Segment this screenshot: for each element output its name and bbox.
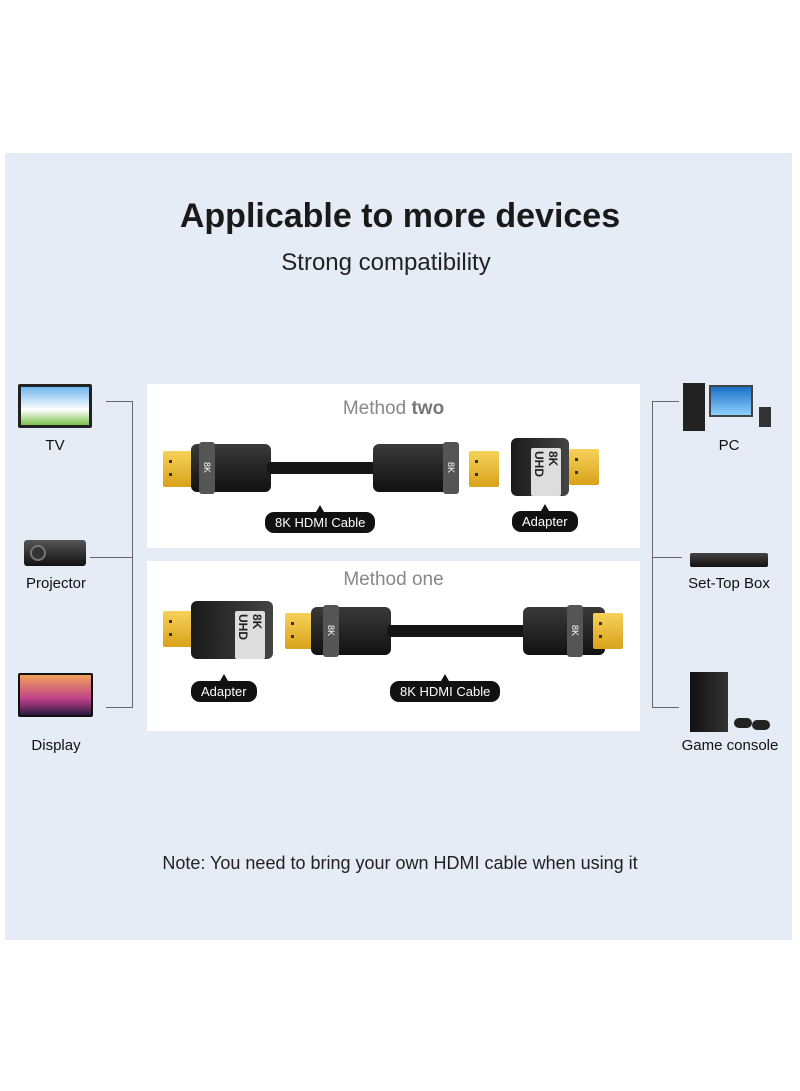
adapter-image: 8K UHD — [191, 601, 273, 659]
connector-line — [106, 401, 133, 402]
connector-line — [652, 557, 682, 558]
device-label-display: Display — [31, 737, 81, 754]
monitor-icon — [18, 673, 93, 717]
hdmi-plug — [593, 613, 623, 649]
tv-icon — [18, 384, 92, 428]
device-label-game-console: Game console — [681, 737, 779, 754]
hdmi-plug — [285, 613, 315, 649]
adapter-tag: Adapter — [512, 504, 578, 532]
device-label-tv: TV — [45, 437, 65, 454]
band-label: 8K — [323, 605, 339, 657]
method-one-panel: Method one 8K UHD 8K 8K Adapter 8K HDMI … — [147, 561, 640, 731]
connector-line — [652, 707, 679, 708]
adapter-tag: Adapter — [191, 674, 257, 702]
connector-line — [132, 401, 133, 708]
cable-tag: 8K HDMI Cable — [265, 505, 376, 533]
cable-tag: 8K HDMI Cable — [390, 674, 501, 702]
connector-line — [652, 401, 653, 708]
band-label: 8K — [443, 442, 459, 494]
band-label: 8K — [199, 442, 215, 494]
projector-icon — [24, 540, 86, 566]
page-title: Applicable to more devices — [179, 197, 621, 235]
method-two-label: Method two — [342, 398, 445, 419]
method-one-label: Method one — [343, 569, 444, 590]
band-label: 8K — [567, 605, 583, 657]
hdmi-plug — [163, 451, 193, 487]
connector-line — [90, 557, 133, 558]
hdmi-plug — [569, 449, 599, 485]
cable-cord — [387, 625, 527, 637]
hdmi-plug — [469, 451, 499, 487]
cable-connector — [373, 444, 455, 492]
cable-connector — [523, 607, 605, 655]
game-console-icon — [690, 672, 772, 734]
method-two-panel: Method two 8K 8K 8K UHD 8K HDMI Cable Ad… — [147, 384, 640, 548]
device-label-projector: Projector — [25, 575, 87, 592]
page-subtitle: Strong compatibility — [281, 249, 491, 276]
adapter-image: 8K UHD — [511, 438, 569, 496]
device-label-set-top-box: Set-Top Box — [688, 575, 770, 592]
cable-cord — [267, 462, 377, 474]
set-top-box-icon — [690, 553, 768, 567]
note-text: Note: You need to bring your own HDMI ca… — [162, 853, 638, 873]
hdmi-plug — [163, 611, 193, 647]
connector-line — [652, 401, 679, 402]
device-label-pc: PC — [718, 437, 740, 454]
connector-line — [106, 707, 133, 708]
desktop-pc-icon — [683, 383, 773, 431]
